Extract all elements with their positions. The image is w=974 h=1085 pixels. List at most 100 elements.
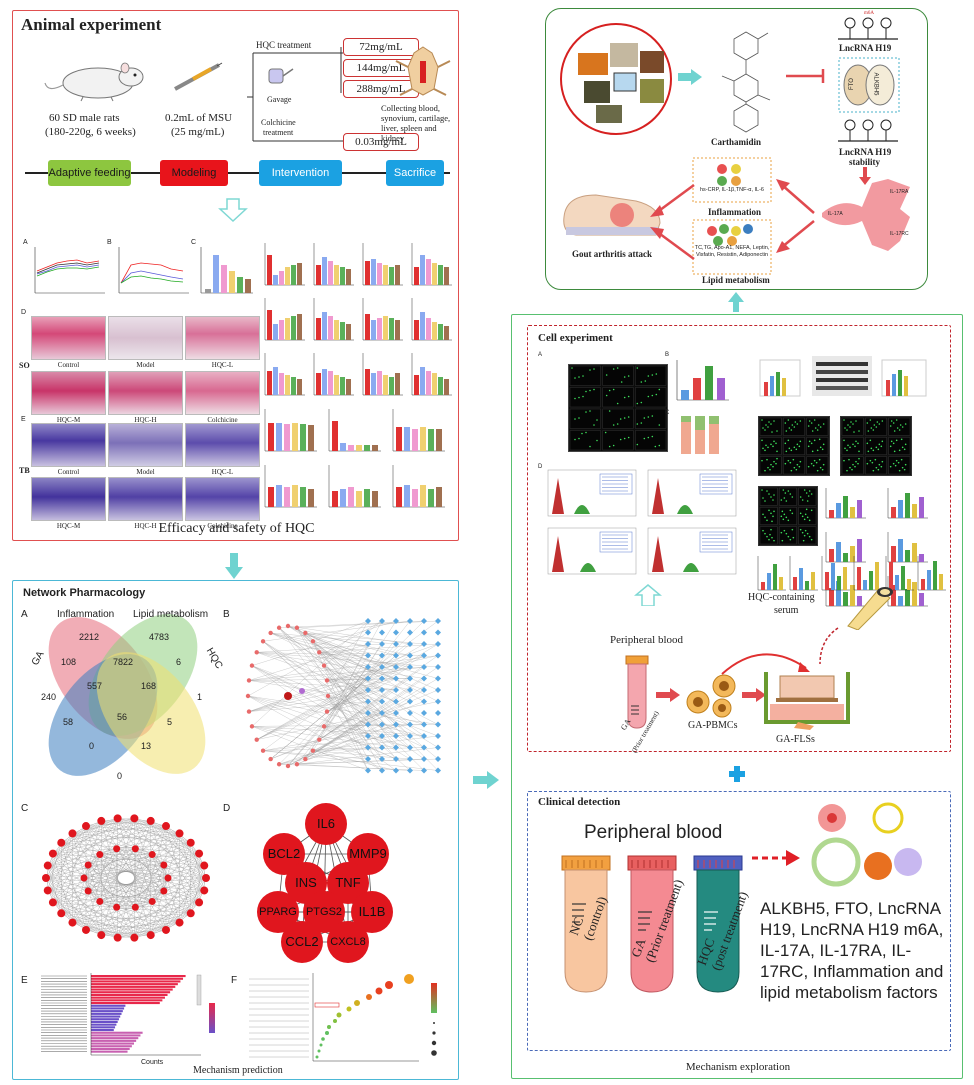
mechanism-exploration-panel: Mechanism exploration xyxy=(511,314,963,1079)
ppi-network xyxy=(42,814,210,942)
rat-icon xyxy=(44,62,144,102)
hqc-treatment-label: HQC treatment xyxy=(256,40,312,50)
mechanism-exploration-caption: Mechanism exploration xyxy=(685,1061,791,1073)
tissue-tb-hqch xyxy=(108,477,183,521)
fluorescence-grid-3 xyxy=(840,416,912,476)
stage-adaptive-feeding: Adaptive feeding xyxy=(48,160,131,186)
inflammation-markers: hs-CRP, IL-1β,TNF-α, IL-6 xyxy=(699,187,764,193)
panel-b-letter: B xyxy=(107,239,112,246)
red-arrow-down xyxy=(859,167,871,185)
caption-hqcl-2: HQC-L xyxy=(211,468,234,476)
lncrna-stability-label: LncRNA H19 xyxy=(839,147,892,157)
animal-experiment-panel: Animal experiment 60 SD male rats (180-2… xyxy=(12,10,459,541)
chart-score xyxy=(200,247,253,294)
stage-modeling: Modeling xyxy=(160,160,228,186)
mechanism-prediction-caption: Mechanism prediction xyxy=(193,1065,283,1076)
collect-label: Collecting blood, synovium, cartilage, l… xyxy=(381,103,451,143)
teal-arrow-up xyxy=(728,292,744,312)
venn-num-6: 6 xyxy=(176,657,182,667)
venn-num-13: 13 xyxy=(141,741,152,751)
stage-sacrifice: Sacrifice xyxy=(386,160,444,186)
caption-model-2: Model xyxy=(136,468,155,476)
lipid-icon xyxy=(692,219,772,275)
cell-stacked-chart-c xyxy=(681,416,719,454)
fluorescence-grid xyxy=(568,364,668,452)
lncrna-stability-label-2: stability xyxy=(849,157,881,167)
dissected-rat-icon xyxy=(395,46,451,96)
pbmc-label: GA-PBMCs xyxy=(688,720,738,731)
inflammation-label: Inflammation xyxy=(708,207,762,217)
tube-nc-icon xyxy=(561,855,611,993)
cell-letter-c: C xyxy=(665,410,670,416)
red-curved-arrow xyxy=(721,653,810,675)
tissue-tb-colchicine xyxy=(185,477,260,521)
network-letter-c: C xyxy=(21,803,29,814)
hub-node-ccl2: CCL2 xyxy=(281,921,323,963)
tissue-tb-model xyxy=(108,423,183,467)
cell-letter-b: B xyxy=(665,352,670,358)
caption-control-2: Control xyxy=(57,468,80,476)
dose-box-colchicine: 0.03mg/mL xyxy=(343,133,419,151)
stain-so-label: SO xyxy=(19,361,30,370)
network-letter-f: F xyxy=(231,975,238,986)
tube-hqc-icon xyxy=(693,855,743,993)
tissue-tb-hqcm xyxy=(31,477,106,521)
syringe-icon xyxy=(174,62,223,91)
gout-label: Gout arthritis attack xyxy=(572,249,652,259)
pbmc-cells-icon xyxy=(686,674,736,718)
blood-tube-icon xyxy=(625,655,649,729)
dashed-red-arrow xyxy=(752,850,800,866)
caption-hqcm-1: HQC-M xyxy=(56,416,81,424)
venn-num-56: 56 xyxy=(117,712,128,722)
venn-num-2212: 2212 xyxy=(79,632,100,642)
teal-arrow-down-1 xyxy=(225,553,243,579)
clinical-peripheral-label: Peripheral blood xyxy=(584,822,723,843)
network-letter-d: D xyxy=(223,803,231,814)
chart-swelling xyxy=(118,247,189,294)
red-arrow-right-1 xyxy=(656,688,680,702)
panel-a-letter: A xyxy=(23,239,28,246)
cell-experiment-panel: Cell experiment A B C D Periphera xyxy=(527,325,951,754)
panel-d-letter: D xyxy=(21,309,27,316)
stain-tb-label: TB xyxy=(19,466,30,475)
down-arrow-icon xyxy=(218,198,248,223)
tube-ga-icon xyxy=(627,855,677,993)
lncrna-structure-bottom xyxy=(838,119,898,142)
red-arrows-to-gout xyxy=(650,183,695,261)
lncrna-structure-top xyxy=(838,17,898,40)
network-title: Network Pharmacology xyxy=(23,587,146,599)
serum-label: HQC-containing xyxy=(748,592,815,603)
tissue-so-model xyxy=(108,316,183,360)
tissue-so-control xyxy=(31,316,106,360)
mechanism-panel: Carthamidin m6A LncRNA H19 FTO ALKBH5 Ln… xyxy=(545,8,928,290)
go-enrichment-chart xyxy=(41,973,215,1056)
fto-label: FTO xyxy=(848,78,855,90)
timeline-line xyxy=(25,172,450,174)
caption-model-1: Model xyxy=(136,361,155,369)
tissue-tb-hqcl xyxy=(185,423,260,467)
teal-arrow-right xyxy=(473,771,499,789)
venn-num-7822: 7822 xyxy=(113,657,134,667)
open-arrow-up xyxy=(634,584,662,606)
transwell-icon xyxy=(764,672,850,730)
hub-node-cxcl8: CXCL8 xyxy=(327,921,369,963)
carthamidin-label: Carthamidin xyxy=(711,137,762,147)
serum-pipette-icon xyxy=(847,587,893,630)
tissue-so-hqch xyxy=(108,371,183,415)
caption-hqcl-1: HQC-L xyxy=(211,361,234,369)
venn-set-inflammation: Inflammation xyxy=(57,609,115,620)
venn-num-240: 240 xyxy=(41,692,57,702)
msu-detail: (25 mg/mL) xyxy=(171,126,225,138)
network-letter-e: E xyxy=(21,975,28,986)
lipid-markers: TC,TG, Apo-A1, NEFA, Leptin, Visfatin, R… xyxy=(694,245,770,258)
tissue-so-colchicine xyxy=(185,371,260,415)
il17-receptor-icon xyxy=(822,179,910,251)
bottom-result-charts xyxy=(757,556,946,591)
il17a-label: IL-17A xyxy=(828,211,843,217)
herbs-circle xyxy=(560,23,672,135)
venn-num-168: 168 xyxy=(141,681,157,691)
rats-label: 60 SD male rats xyxy=(49,112,120,124)
gavage-label: Gavage xyxy=(267,95,292,104)
panel-e-letter: E xyxy=(21,416,26,423)
caption-colchicine-1: Colchicine xyxy=(207,416,238,424)
